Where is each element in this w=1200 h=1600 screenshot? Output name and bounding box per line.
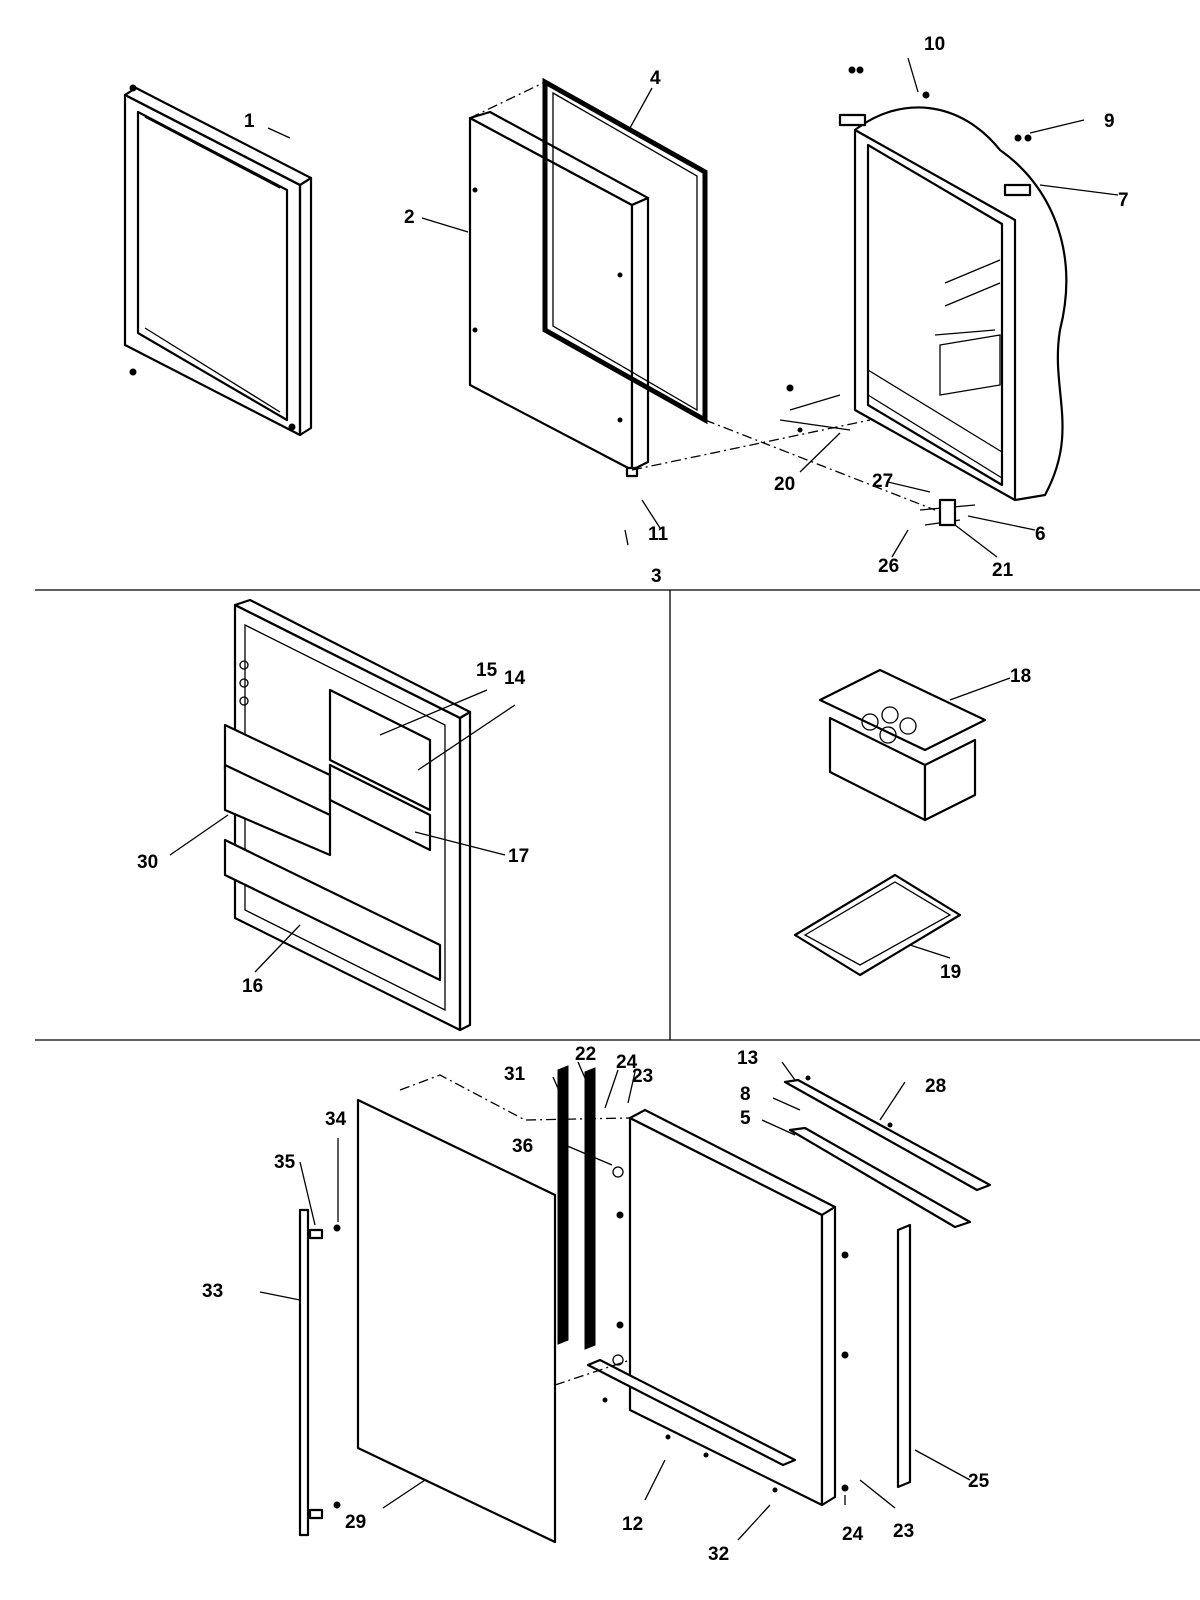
callout-35: 35 <box>274 1152 296 1173</box>
callout-24-top: 24 <box>616 1052 638 1073</box>
callout-21: 21 <box>992 560 1014 581</box>
egg-tray <box>818 668 987 822</box>
callout-36: 36 <box>512 1136 533 1157</box>
callout-1: 1 <box>244 111 255 132</box>
callout-20: 20 <box>774 474 795 495</box>
callout-12: 12 <box>622 1514 643 1535</box>
callout-8: 8 <box>740 1084 751 1105</box>
callout-29: 29 <box>345 1512 366 1533</box>
callout-25: 25 <box>968 1471 990 1492</box>
callout-18: 18 <box>1010 666 1031 687</box>
callout-7: 7 <box>1118 190 1129 211</box>
callout-14: 14 <box>504 668 526 689</box>
callout-23-top: 23 <box>632 1066 653 1087</box>
section-dividers <box>35 589 1200 1041</box>
door-frame-outer <box>123 84 313 437</box>
callout-26: 26 <box>878 556 899 577</box>
callout-labels: 1 2 3 4 5 6 7 8 9 10 11 12 13 14 15 16 1… <box>137 34 1129 1565</box>
callout-27: 27 <box>872 471 893 492</box>
callout-34: 34 <box>325 1109 347 1130</box>
callout-16: 16 <box>242 976 263 997</box>
callout-22: 22 <box>575 1044 596 1065</box>
callout-31: 31 <box>504 1064 526 1085</box>
callout-6: 6 <box>1035 524 1046 545</box>
callout-4: 4 <box>650 68 661 89</box>
bottom-dash-lines <box>399 1074 631 1386</box>
callout-5: 5 <box>740 1108 751 1129</box>
callout-3: 3 <box>651 566 662 587</box>
callout-11: 11 <box>648 524 669 545</box>
callout-30: 30 <box>137 852 158 873</box>
leader-lines <box>169 57 1119 1541</box>
callout-32: 32 <box>708 1544 729 1565</box>
side-strip <box>896 1223 912 1489</box>
callout-24-bottom: 24 <box>842 1524 864 1545</box>
door-lower <box>612 1108 849 1507</box>
callout-23-bottom: 23 <box>893 1521 914 1542</box>
callout-19: 19 <box>940 962 961 983</box>
callout-13: 13 <box>737 1048 758 1069</box>
callout-17: 17 <box>508 846 529 867</box>
callout-10: 10 <box>924 34 945 55</box>
door-handle <box>298 1208 341 1537</box>
door-panel-upper <box>468 110 650 478</box>
top-trim <box>783 1075 992 1229</box>
callout-33: 33 <box>202 1281 223 1302</box>
bottom-trim <box>586 1358 797 1493</box>
cabinet <box>779 66 1068 527</box>
door-inner-liner <box>223 598 472 1032</box>
callout-15: 15 <box>476 660 498 681</box>
ice-tray <box>793 873 962 977</box>
top-dash-lines <box>469 81 936 511</box>
callout-28: 28 <box>925 1076 946 1097</box>
door-overlay-panel <box>356 1098 557 1544</box>
callout-9: 9 <box>1104 111 1115 132</box>
callout-2: 2 <box>404 207 415 228</box>
trim-strips <box>557 1065 596 1350</box>
